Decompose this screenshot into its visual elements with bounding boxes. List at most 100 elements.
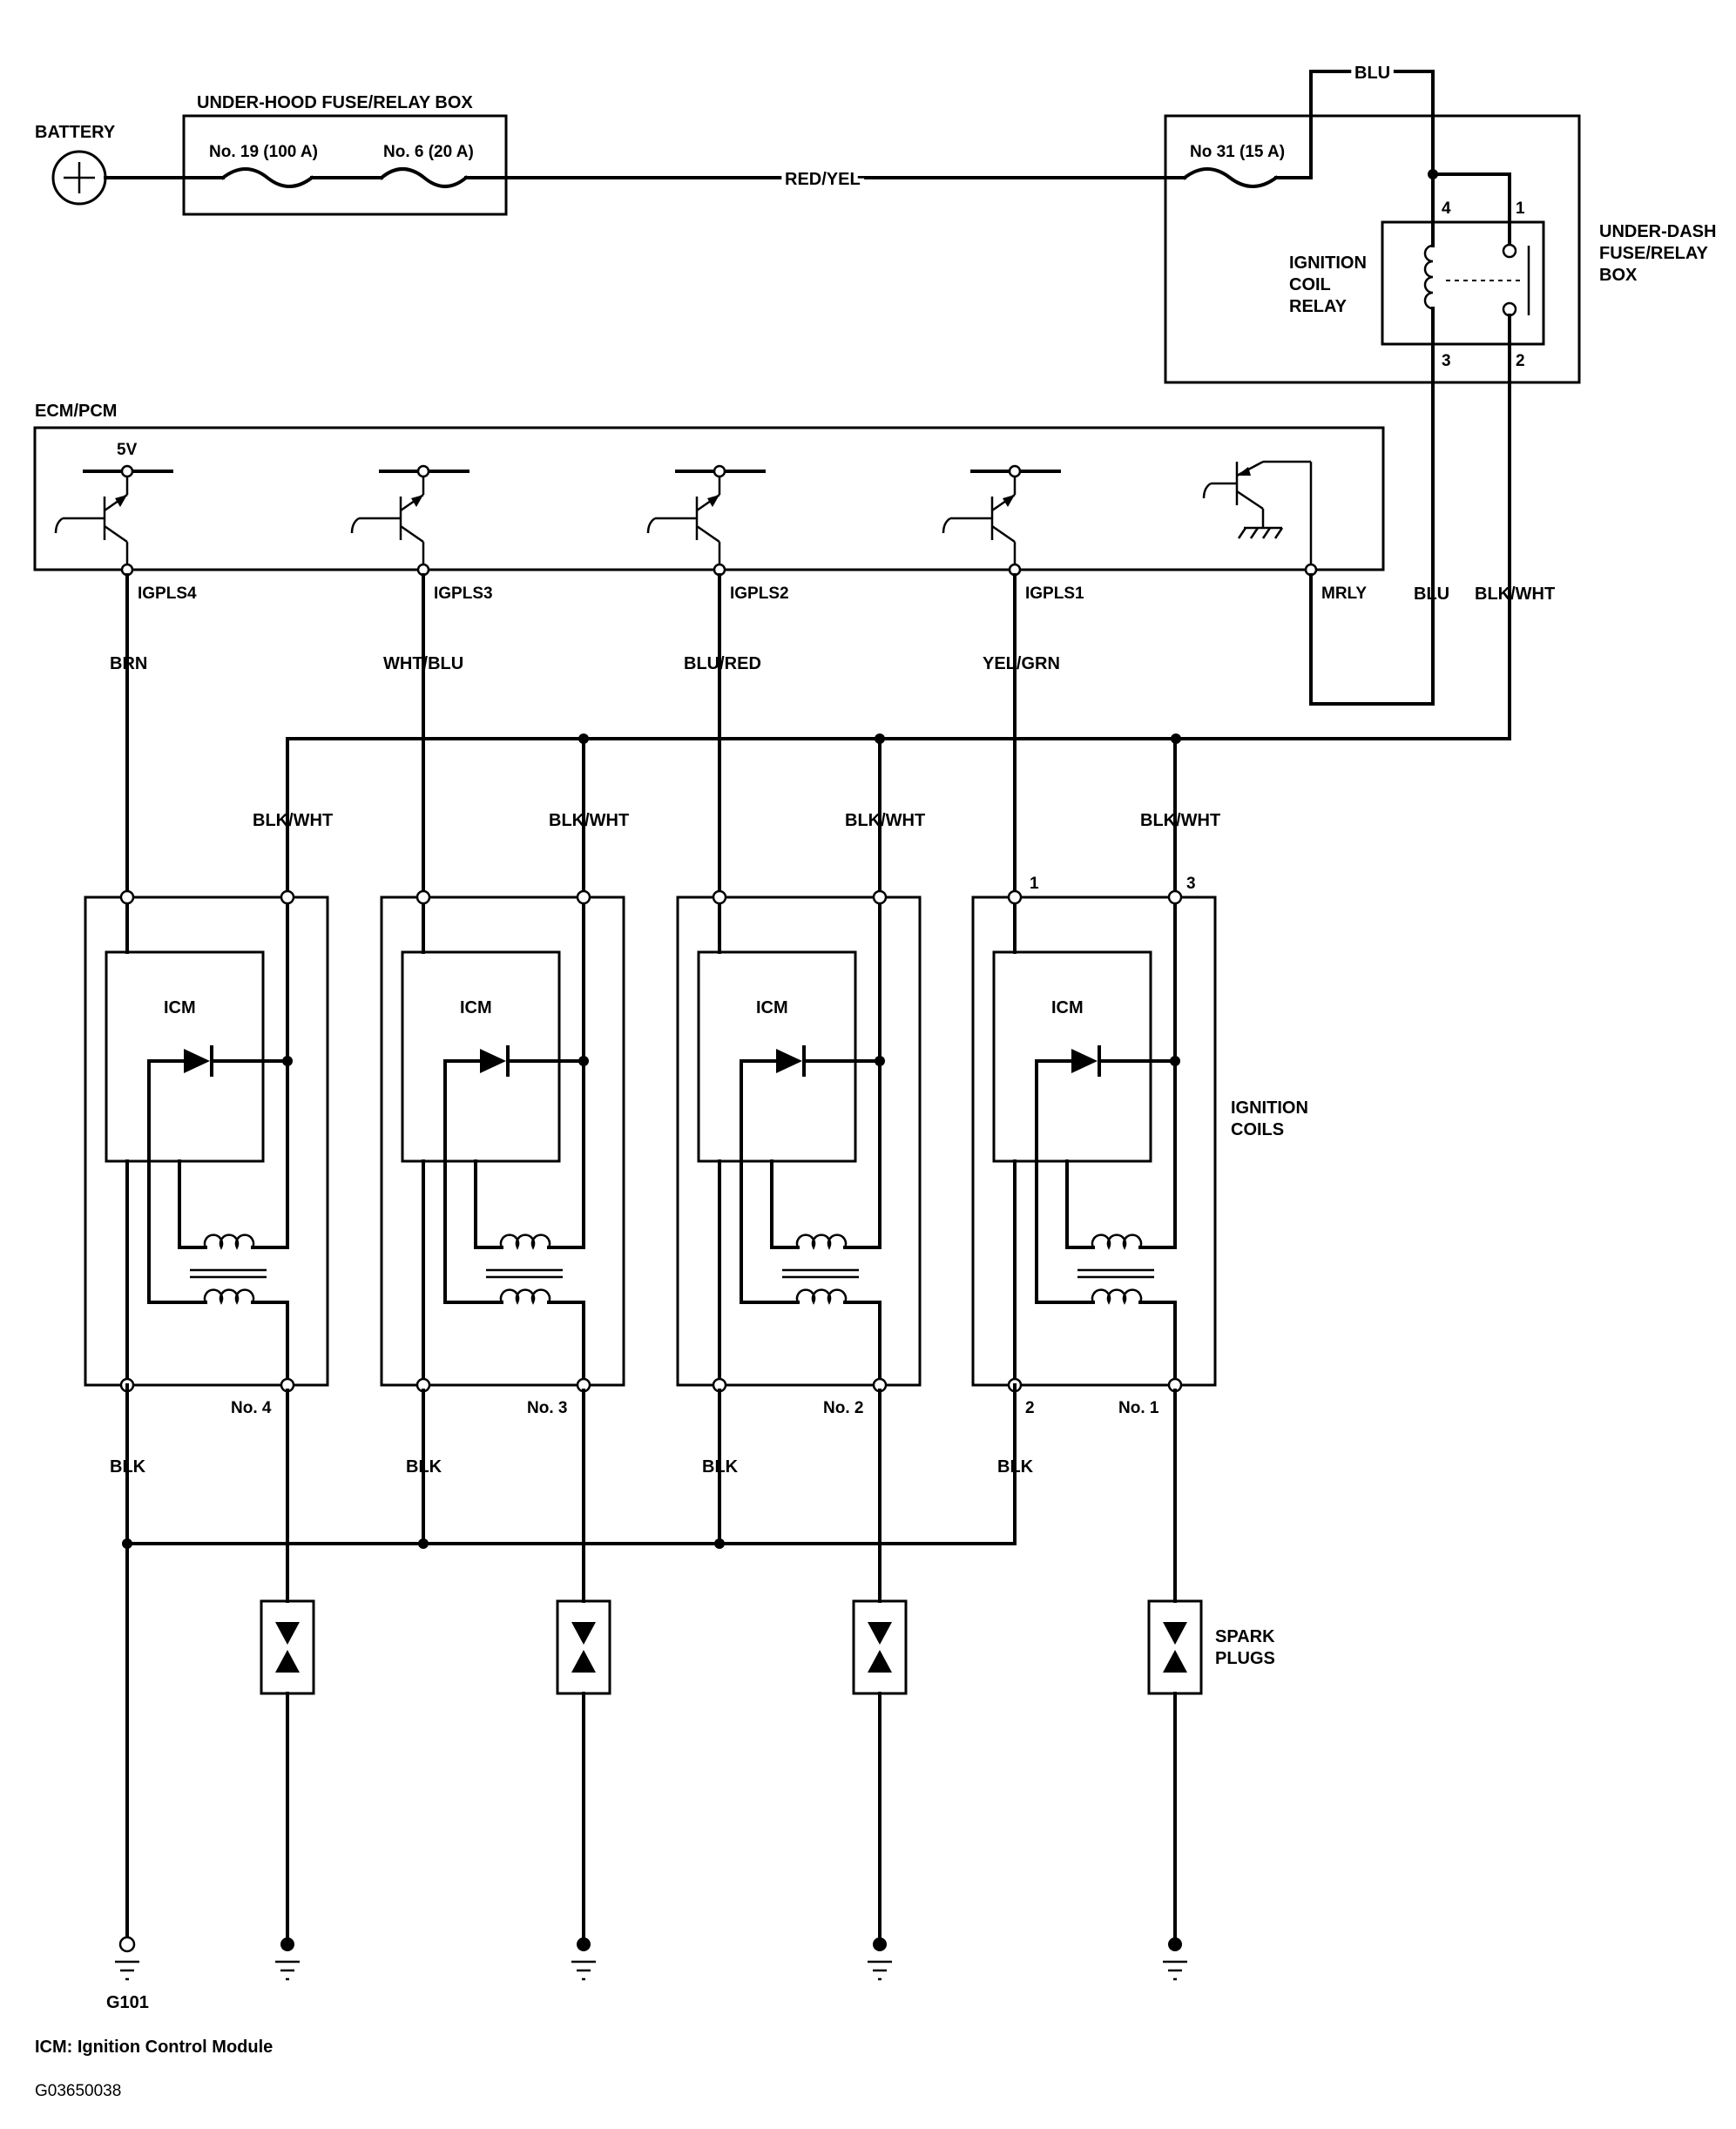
blk-wht-feed-label: BLK/WHT <box>1140 811 1220 830</box>
spark-plugs-label-1: SPARK <box>1215 1627 1275 1646</box>
coil-name-label: No. 3 <box>527 1399 567 1417</box>
relay-pin-4: 4 <box>1442 199 1451 218</box>
transistor-igpls4 <box>54 464 173 570</box>
icm-label: ICM <box>460 998 492 1017</box>
signal-wire-labels: BRN WHT/BLU BLU/RED YEL/GRN <box>110 654 1060 673</box>
ecm-pcm-box <box>33 426 1385 571</box>
figure-code: G03650038 <box>35 2082 121 2100</box>
icm-label: ICM <box>756 998 788 1017</box>
blu-red-wire-label: BLU/RED <box>684 654 761 673</box>
ignition-coils-label-2: COILS <box>1231 1120 1284 1139</box>
primary-coil-symbol <box>203 1233 255 1250</box>
icm-diode <box>776 1049 802 1073</box>
red-yel-wire-label: RED/YEL <box>785 170 861 189</box>
fuse-no6-symbol <box>379 167 469 188</box>
coil-housing <box>676 896 922 1387</box>
transistor-igpls3 <box>350 464 469 570</box>
ground-g101-label: G101 <box>106 1993 149 2012</box>
under-dash-title-3: BOX <box>1599 266 1638 285</box>
ignition-coil-relay <box>1381 220 1545 346</box>
icm-label: ICM <box>1051 998 1084 1017</box>
spark-plug <box>556 1599 611 1695</box>
fuse-no6-label: No. 6 (20 A) <box>383 143 474 161</box>
transistor-igpls2 <box>646 464 766 570</box>
icm-box <box>697 950 857 1163</box>
spark-plug <box>1147 1599 1203 1695</box>
transistor-mrly <box>1202 460 1313 570</box>
igpls1-label: IGPLS1 <box>1025 585 1084 603</box>
icm-diode <box>480 1049 506 1073</box>
top-wiring: BATTERY UNDER-HOOD FUSE/RELAY BOX No. 19… <box>33 59 1716 899</box>
ignition-coils-label-1: IGNITION <box>1231 1098 1308 1118</box>
mrly-label: MRLY <box>1321 585 1367 603</box>
icm-diode <box>1071 1049 1098 1073</box>
ecm-pcm-title: ECM/PCM <box>35 402 117 421</box>
relay-coil-symbol <box>1423 244 1434 310</box>
under-hood-box-title: UNDER-HOOD FUSE/RELAY BOX <box>197 93 473 112</box>
primary-coil-symbol <box>795 1233 848 1250</box>
under-dash-title-1: UNDER-DASH <box>1599 222 1716 241</box>
coil-housing <box>84 896 329 1387</box>
blk-wht-feed-label: BLK/WHT <box>845 811 925 830</box>
icm-footnote: ICM: Ignition Control Module <box>35 2038 273 2057</box>
fuse-no31-symbol <box>1182 167 1279 188</box>
blk-wht-feed-label: BLK/WHT <box>549 811 629 830</box>
coil1-pin-2: 2 <box>1025 1399 1035 1417</box>
plug-ground-terminal <box>577 1937 591 1951</box>
under-hood-fuse-box <box>182 114 508 216</box>
relay-pin-2: 2 <box>1516 352 1525 370</box>
blu-right-wire-label: BLU <box>1414 585 1449 604</box>
battery-label: BATTERY <box>35 123 116 142</box>
secondary-coil-symbol <box>499 1288 551 1305</box>
spark-plug <box>852 1599 908 1695</box>
igpls2-label: IGPLS2 <box>730 585 789 603</box>
primary-coil-symbol <box>1091 1233 1143 1250</box>
ecm-5v-label: 5V <box>117 441 138 459</box>
igpls4-label: IGPLS4 <box>138 585 197 603</box>
icm-box <box>105 950 265 1163</box>
relay-label-1: IGNITION <box>1289 253 1367 273</box>
blk-wht-right-wire-label: BLK/WHT <box>1475 585 1555 604</box>
coil1-pin-1: 1 <box>1030 875 1039 893</box>
igpls3-label: IGPLS3 <box>434 585 493 603</box>
secondary-coil-symbol <box>203 1288 255 1305</box>
spark-plug <box>260 1599 315 1695</box>
fuse-no31-label: No 31 (15 A) <box>1190 143 1285 161</box>
yel-grn-wire-label: YEL/GRN <box>983 654 1060 673</box>
icm-label: ICM <box>164 998 196 1017</box>
coil-housing <box>380 896 625 1387</box>
ecm-transistors <box>54 460 1313 570</box>
icm-diode <box>184 1049 210 1073</box>
relay-label-3: RELAY <box>1289 297 1348 316</box>
blu-top-wire-label: BLU <box>1354 64 1390 83</box>
under-dash-fuse-box <box>1164 114 1581 384</box>
relay-label-2: COIL <box>1289 275 1331 294</box>
coil-housing <box>971 896 1217 1387</box>
icm-box <box>992 950 1152 1163</box>
relay-pin-1: 1 <box>1516 199 1525 218</box>
plug-ground-terminal <box>280 1937 294 1951</box>
fuse-no19-symbol <box>220 167 314 188</box>
secondary-coil-symbol <box>795 1288 848 1305</box>
under-dash-title-2: FUSE/RELAY <box>1599 244 1709 263</box>
plug-ground-terminal <box>1168 1937 1182 1951</box>
plug-ground-terminal <box>873 1937 887 1951</box>
relay-pin-3: 3 <box>1442 352 1451 370</box>
coil-name-label: No. 2 <box>823 1399 863 1417</box>
blk-wht-feed-label: BLK/WHT <box>253 811 333 830</box>
spark-plugs-label-2: PLUGS <box>1215 1649 1275 1668</box>
ground-g101-terminal <box>118 1936 136 1953</box>
coil-name-label: No. 4 <box>231 1399 272 1417</box>
secondary-coil-symbol <box>1091 1288 1143 1305</box>
transistor-igpls1 <box>942 464 1061 570</box>
primary-coil-symbol <box>499 1233 551 1250</box>
icm-box <box>401 950 561 1163</box>
coil-name-label: No. 1 <box>1118 1399 1159 1417</box>
coil1-pin-3: 3 <box>1186 875 1196 893</box>
